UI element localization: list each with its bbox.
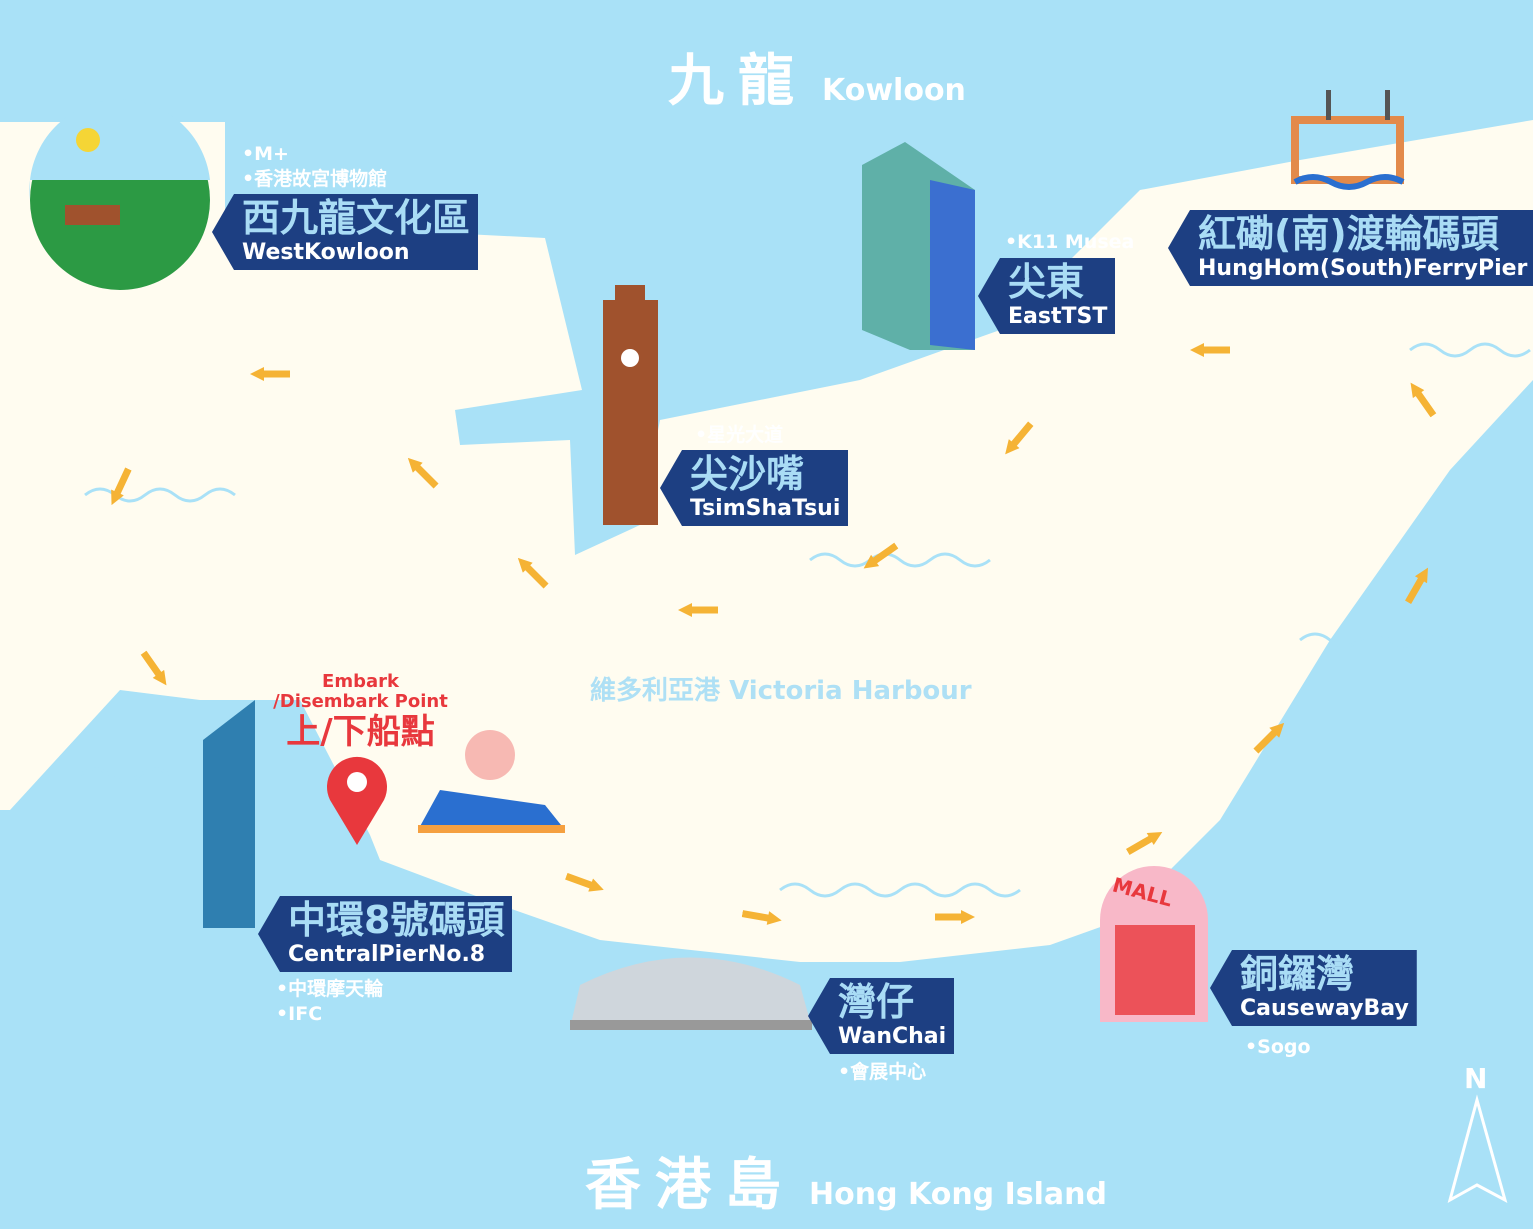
poi-list: •K11 Musea [1005, 231, 1135, 253]
compass-north-label: N [1464, 1062, 1488, 1095]
route-arrow [250, 367, 290, 381]
waves [79, 342, 1531, 898]
pier-icon [1291, 90, 1405, 190]
poi-list: •Sogo [1245, 1036, 1311, 1058]
mall-icon [1100, 866, 1208, 1022]
poi-list: •星光大道 [695, 424, 784, 446]
embark-point-label: Embark /Disembark Point 上/下船點 [273, 671, 448, 753]
convention-centre-icon [570, 957, 812, 1030]
route-arrow [678, 603, 718, 617]
poi-list: •中環摩天輪•IFC [276, 978, 384, 1025]
clock-tower-icon [603, 285, 658, 525]
harbour-water [0, 120, 1533, 962]
location-pin-icon [327, 756, 387, 845]
route-arrow [1190, 343, 1230, 357]
compass-icon [1447, 1094, 1508, 1204]
tower-building-icon [862, 142, 975, 350]
poi-list: •會展中心 [838, 1061, 927, 1083]
poi-list: •M+•香港故宮博物館 [242, 143, 388, 190]
harbour-label: 維多利亞港 Victoria Harbour [590, 676, 972, 706]
ferry-icon [418, 730, 565, 833]
skyscraper-icon [203, 700, 255, 928]
park-icon [29, 99, 210, 290]
